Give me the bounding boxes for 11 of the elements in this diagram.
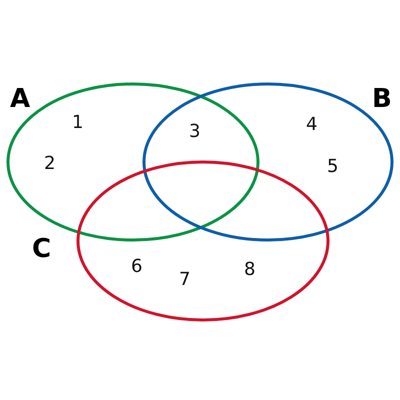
region-number: 8 — [244, 261, 256, 279]
region-number: 4 — [306, 116, 318, 134]
region-number: 5 — [327, 158, 338, 176]
set-label: B — [372, 86, 392, 112]
set-label: C — [32, 236, 52, 262]
region-number: 7 — [179, 271, 190, 289]
set-label: A — [10, 86, 30, 112]
region-number: 1 — [72, 114, 84, 132]
region-number: 2 — [44, 155, 56, 173]
region-number: 3 — [189, 123, 200, 141]
region-number: 6 — [131, 258, 142, 276]
